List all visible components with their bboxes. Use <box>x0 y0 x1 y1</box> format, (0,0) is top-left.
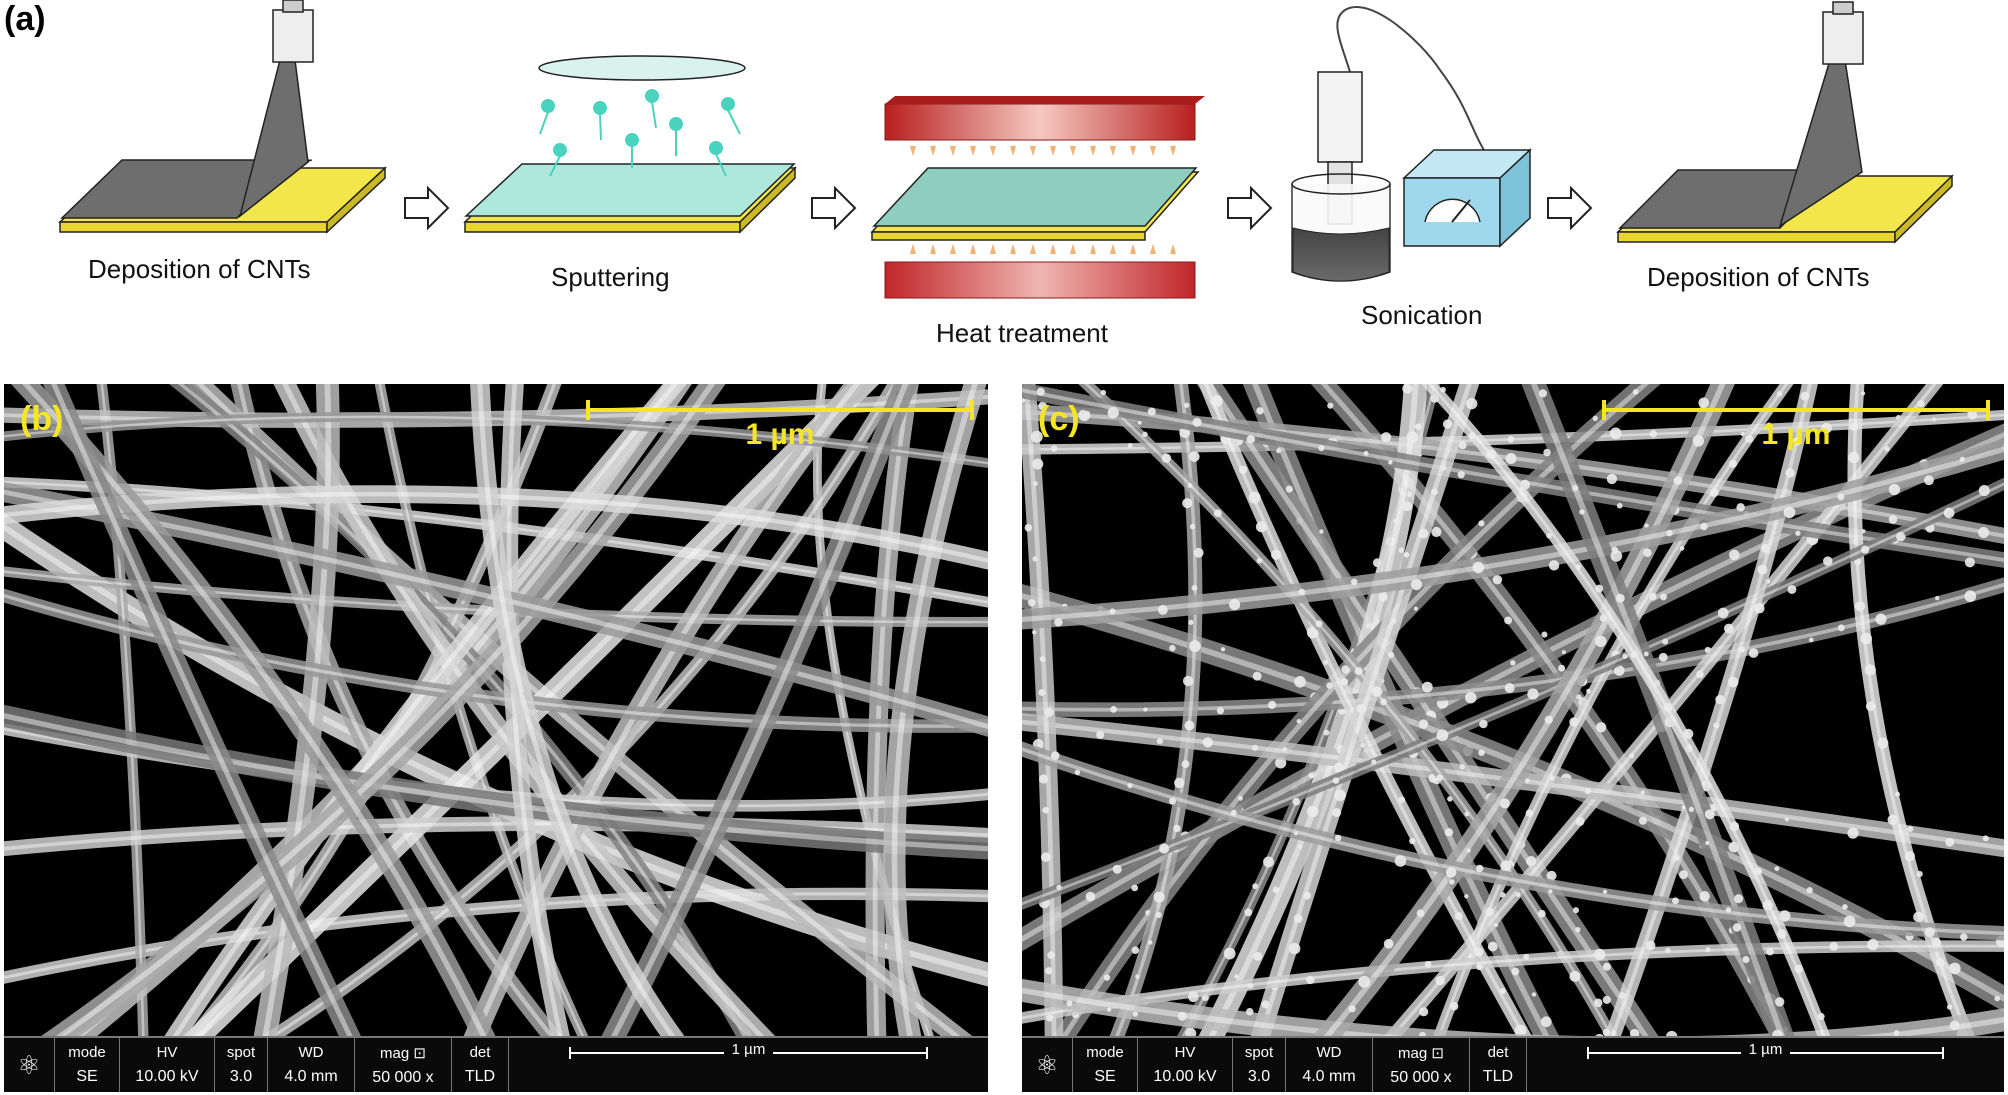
step5-label: Deposition of CNTs <box>1647 262 1870 292</box>
process-arrow-icon <box>404 185 450 231</box>
step5-deposition-illustration <box>1616 1 1954 244</box>
process-schematic <box>58 0 1954 299</box>
step2-sputtering-illustration <box>463 55 797 234</box>
sem-fibers-image-c <box>1022 384 2004 1038</box>
panel-b-label: (b) <box>20 400 64 438</box>
process-arrow-icon <box>1227 185 1273 231</box>
step4-sonication-illustration <box>1291 6 1532 282</box>
info-scale-b: 1 µm <box>509 1038 988 1092</box>
panel-a-label: (a) <box>4 0 46 38</box>
scale-bar-b: 1 µm <box>586 398 974 451</box>
step3-heat-treatment-illustration <box>870 96 1205 299</box>
step4-label: Sonication <box>1361 300 1483 330</box>
panel-c-label: (c) <box>1038 400 1080 438</box>
atom-icon: ⚛ <box>1035 1049 1059 1080</box>
sem-fibers-image-b <box>4 384 988 1038</box>
step1-label: Deposition of CNTs <box>88 254 311 284</box>
info-scale-c: 1 µm <box>1527 1038 2004 1092</box>
process-arrow-icon <box>1547 185 1593 231</box>
step2-label: Sputtering <box>551 262 670 292</box>
scale-bar-label-b: 1 µm <box>745 418 815 451</box>
atom-icon: ⚛ <box>17 1049 41 1080</box>
process-arrow-icon <box>811 185 857 231</box>
scale-bar-c: 1 µm <box>1602 398 1990 451</box>
step1-deposition-illustration <box>58 0 387 234</box>
step3-label: Heat treatment <box>936 318 1108 348</box>
scale-bar-label-c: 1 µm <box>1761 418 1831 451</box>
